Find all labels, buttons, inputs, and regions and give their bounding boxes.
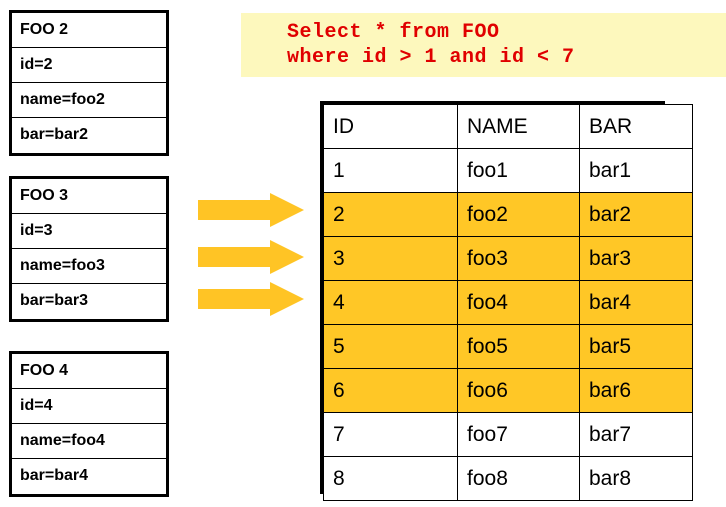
cell-bar: bar8 — [579, 456, 693, 501]
cell-bar: bar7 — [579, 412, 693, 457]
cell-name: foo6 — [457, 368, 580, 413]
record-field-name: name=foo4 — [12, 424, 166, 459]
cell-name: foo5 — [457, 324, 580, 369]
sql-query-line-1: Select * from FOO — [287, 21, 500, 44]
record-title: FOO 2 — [12, 13, 166, 48]
record-field-id: id=3 — [12, 214, 166, 249]
cell-id: 7 — [323, 412, 458, 457]
record-field-bar: bar=bar3 — [20, 292, 89, 309]
table-row: 3 foo3 bar3 — [323, 236, 693, 281]
table-row: 8 foo8 bar8 — [323, 456, 693, 501]
table-row: 4 foo4 bar4 — [323, 280, 693, 325]
record-field-bar: bar=bar4 — [20, 467, 89, 484]
record-field-name: name=foo2 — [12, 83, 166, 118]
cell-id: 4 — [323, 280, 458, 325]
record-box-foo-4: FOO 4 id=4 name=foo4 bar=bar4 — [9, 351, 169, 497]
record-field-id: id=2 — [12, 48, 166, 83]
cell-bar: bar1 — [579, 148, 693, 193]
record-title: FOO 3 — [12, 179, 166, 214]
column-header-name: NAME — [457, 104, 580, 149]
sql-query-line-2: where id > 1 and id < 7 — [287, 46, 575, 69]
cell-bar: bar4 — [579, 280, 693, 325]
cell-id: 5 — [323, 324, 458, 369]
right-arrow-icon — [198, 282, 304, 316]
table-row: 7 foo7 bar7 — [323, 412, 693, 457]
cell-name: foo2 — [457, 192, 580, 237]
record-title: FOO 4 — [12, 354, 166, 389]
record-box-foo-2: FOO 2 id=2 name=foo2 bar=bar2 — [9, 10, 169, 156]
cell-id: 8 — [323, 456, 458, 501]
cell-bar: bar2 — [579, 192, 693, 237]
record-field-id: id=4 — [12, 389, 166, 424]
record-box-foo-3: FOO 3 id=3 name=foo3 bar=bar3 — [9, 176, 169, 322]
table-row: 1 foo1 bar1 — [323, 148, 693, 193]
cell-id: 3 — [323, 236, 458, 281]
cell-name: foo1 — [457, 148, 580, 193]
right-arrow-icon — [198, 240, 304, 274]
cell-name: foo4 — [457, 280, 580, 325]
cell-bar: bar6 — [579, 368, 693, 413]
column-header-bar: BAR — [579, 104, 693, 149]
cell-bar: bar3 — [579, 236, 693, 281]
table-row: 5 foo5 bar5 — [323, 324, 693, 369]
table-row: 2 foo2 bar2 — [323, 192, 693, 237]
cell-bar: bar5 — [579, 324, 693, 369]
cell-id: 1 — [323, 148, 458, 193]
cell-id: 6 — [323, 368, 458, 413]
table-header-row: ID NAME BAR — [323, 104, 693, 149]
cell-name: foo3 — [457, 236, 580, 281]
table-row: 6 foo6 bar6 — [323, 368, 693, 413]
cell-name: foo7 — [457, 412, 580, 457]
column-header-id: ID — [323, 104, 458, 149]
sql-query-banner: Select * from FOO where id > 1 and id < … — [241, 13, 726, 77]
record-field-name: name=foo3 — [12, 249, 166, 284]
record-field-bar: bar=bar2 — [20, 126, 89, 143]
right-arrow-icon — [198, 193, 304, 227]
cell-name: foo8 — [457, 456, 580, 501]
cell-id: 2 — [323, 192, 458, 237]
result-table: ID NAME BAR 1 foo1 bar1 2 foo2 bar2 3 fo… — [320, 101, 693, 501]
